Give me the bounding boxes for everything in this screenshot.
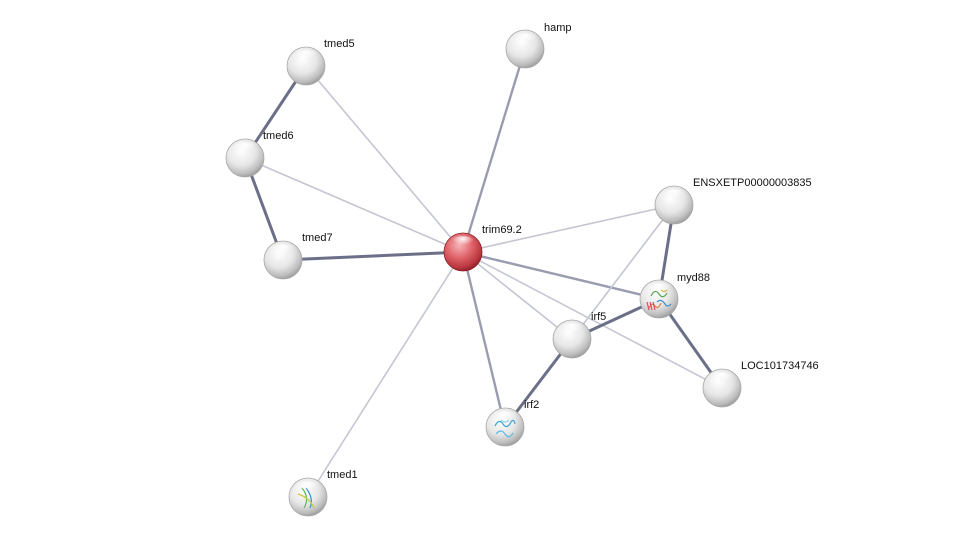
- node-label-tmed1: tmed1: [327, 469, 358, 481]
- node-label-tmed6: tmed6: [263, 130, 294, 142]
- node-label-myd88: myd88: [677, 272, 710, 284]
- bubble-highlight: [560, 323, 584, 337]
- node-irf5[interactable]: irf5: [553, 311, 606, 358]
- bubble-highlight: [662, 189, 686, 203]
- node-label-irf5: irf5: [591, 311, 606, 323]
- bubble-highlight: [271, 244, 295, 258]
- node-tmed1[interactable]: tmed1: [289, 469, 358, 516]
- node-label-trim69.2: trim69.2: [482, 224, 522, 236]
- node-tmed5[interactable]: tmed5: [287, 38, 355, 85]
- bubble-highlight: [451, 236, 475, 250]
- edge-tmed5-trim69.2[interactable]: [306, 66, 463, 252]
- edge-tmed6-trim69.2[interactable]: [245, 158, 463, 252]
- node-hamp[interactable]: hamp: [506, 22, 572, 68]
- node-label-tmed5: tmed5: [324, 38, 355, 50]
- node-label-tmed7: tmed7: [302, 232, 333, 244]
- node-label-irf2: irf2: [524, 399, 539, 411]
- node-myd88[interactable]: myd88: [640, 272, 710, 318]
- edge-trim69.2-irf2[interactable]: [463, 252, 505, 427]
- bubble-highlight: [647, 283, 671, 297]
- node-label-hamp: hamp: [544, 22, 572, 34]
- bubble-highlight: [710, 372, 734, 386]
- edge-tmed1-trim69.2[interactable]: [308, 252, 463, 497]
- node-LOC101734746[interactable]: LOC101734746: [703, 360, 819, 407]
- bubble-highlight: [513, 33, 537, 47]
- nodes-layer: trim69.2 hamp tmed5 tmed6 tmed7 ENSXETP000000…: [226, 22, 819, 516]
- edges-layer: [245, 49, 722, 497]
- bubble-highlight: [233, 142, 257, 156]
- node-ENSXETP00000003835[interactable]: ENSXETP00000003835: [655, 177, 812, 224]
- node-label-LOC101734746: LOC101734746: [741, 360, 819, 372]
- bubble-highlight: [296, 481, 320, 495]
- edge-tmed7-trim69.2[interactable]: [283, 252, 463, 260]
- bubble-highlight: [493, 411, 517, 425]
- bubble-highlight: [294, 50, 318, 64]
- edge-hamp-trim69.2[interactable]: [463, 49, 525, 252]
- node-label-ENSXETP00000003835: ENSXETP00000003835: [693, 177, 812, 189]
- node-irf2[interactable]: irf2: [486, 399, 539, 446]
